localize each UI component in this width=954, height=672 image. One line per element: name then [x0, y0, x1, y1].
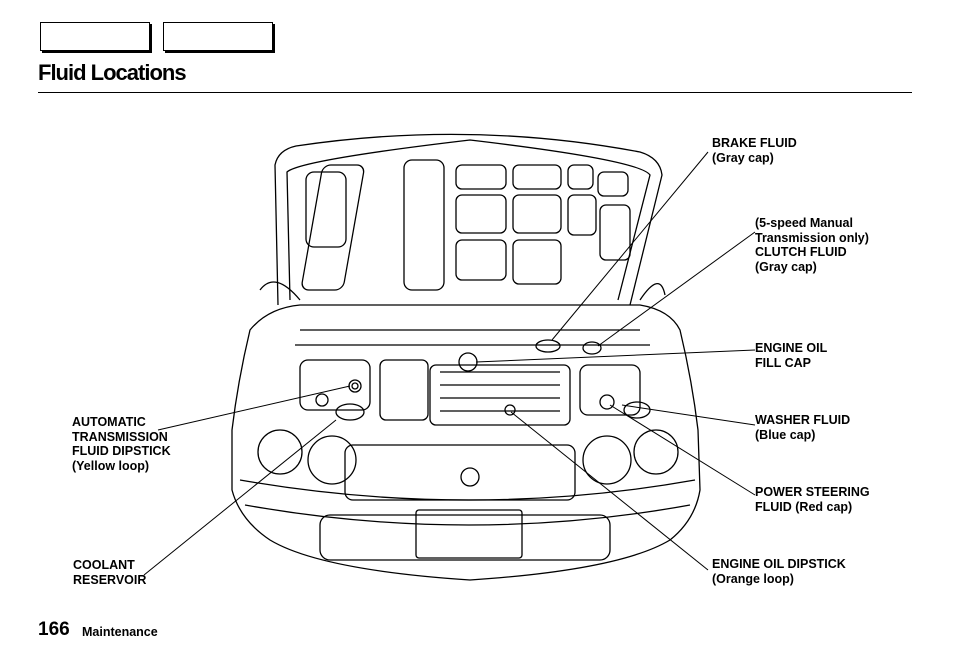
label-atf-dipstick: AUTOMATIC TRANSMISSION FLUID DIPSTICK (Y…: [72, 415, 171, 473]
label-brake-fluid: BRAKE FLUID (Gray cap): [712, 136, 797, 165]
label-engine-oil-fill-cap: ENGINE OIL FILL CAP: [755, 341, 828, 370]
label-washer-fluid: WASHER FLUID (Blue cap): [755, 413, 851, 442]
nav-box-previous[interactable]: [40, 22, 150, 51]
label-clutch-fluid: (5-speed Manual Transmission only) CLUTC…: [755, 216, 869, 274]
label-engine-oil-dipstick: ENGINE OIL DIPSTICK (Orange loop): [712, 557, 846, 586]
page-title: Fluid Locations: [38, 60, 187, 85]
nav-box-next[interactable]: [163, 22, 273, 51]
label-coolant-reservoir: COOLANT RESERVOIR: [73, 558, 147, 587]
label-power-steering-fluid: POWER STEERING FLUID (Red cap): [755, 485, 870, 514]
section-name: Maintenance: [82, 625, 158, 639]
title-divider: [38, 92, 912, 93]
page-number: 166: [38, 619, 70, 640]
